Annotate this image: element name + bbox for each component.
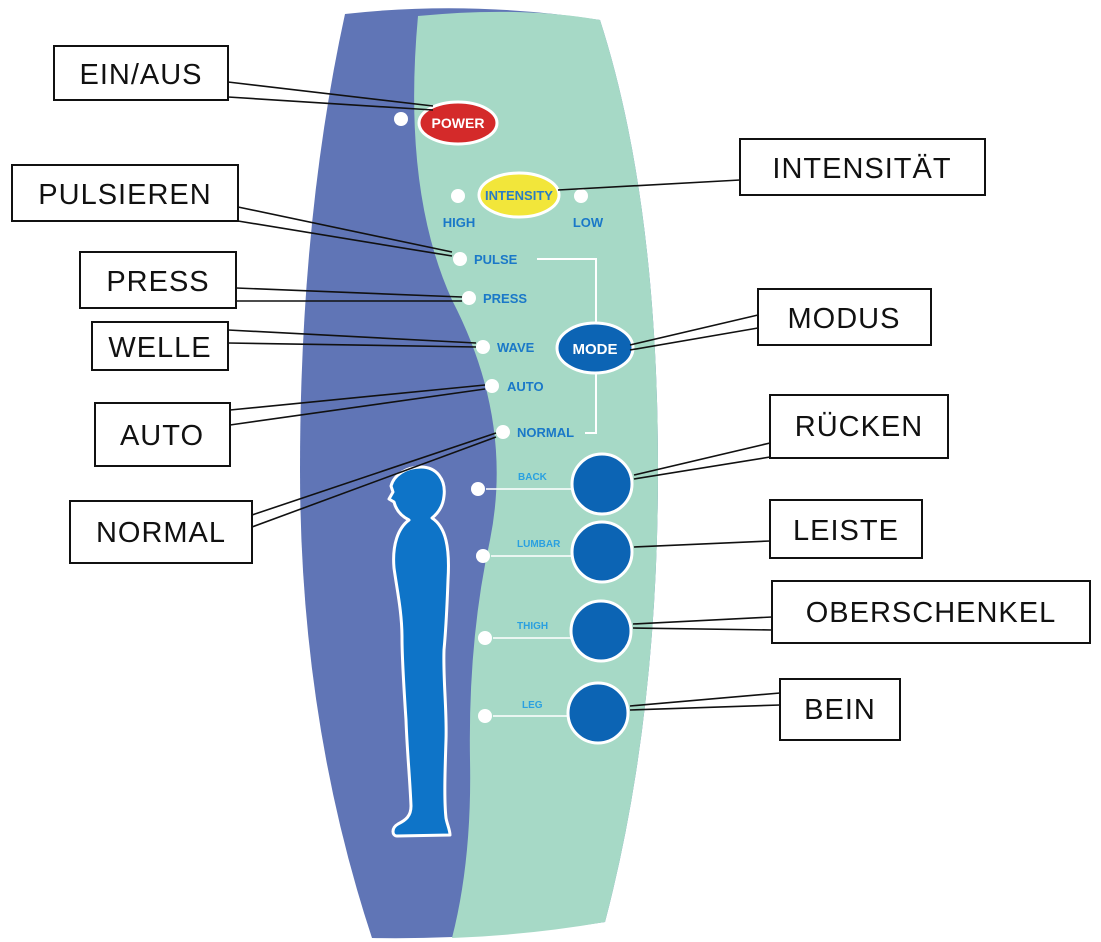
callout-lumbar: LEISTE bbox=[770, 500, 922, 558]
callout-thigh-text: OBERSCHENKEL bbox=[806, 597, 1057, 629]
callout-normal-text: NORMAL bbox=[96, 517, 226, 549]
callout-mode-text: MODUS bbox=[788, 303, 901, 335]
zone-lumbar-led bbox=[476, 549, 490, 563]
zone-lumbar-button[interactable] bbox=[572, 522, 632, 582]
callout-thigh: OBERSCHENKEL bbox=[772, 581, 1090, 643]
mode-normal-label: NORMAL bbox=[517, 425, 574, 440]
intensity-low-led bbox=[574, 189, 588, 203]
zone-leg-led bbox=[478, 709, 492, 723]
zone-thigh-button[interactable] bbox=[571, 601, 631, 661]
mode-wave-label: WAVE bbox=[497, 340, 535, 355]
callout-pulse-text: PULSIEREN bbox=[38, 179, 211, 211]
zone-back-led bbox=[471, 482, 485, 496]
power-led bbox=[394, 112, 408, 126]
callout-intensity: INTENSITÄT bbox=[740, 139, 985, 195]
intensity-button-label: INTENSITY bbox=[485, 188, 553, 203]
callout-back-text: RÜCKEN bbox=[795, 411, 923, 443]
mode-normal-led bbox=[496, 425, 510, 439]
zone-leg-label: LEG bbox=[522, 700, 543, 711]
mode-wave-led bbox=[476, 340, 490, 354]
zone-thigh-label: THIGH bbox=[517, 621, 548, 632]
mode-button-label: MODE bbox=[573, 341, 618, 358]
leader-thigh bbox=[633, 617, 772, 630]
mode-auto-label: AUTO bbox=[507, 379, 544, 394]
intensity-high-label: HIGH bbox=[443, 215, 476, 230]
power-button-label: POWER bbox=[432, 115, 485, 131]
mode-auto-led bbox=[485, 379, 499, 393]
callout-leg: BEIN bbox=[780, 679, 900, 740]
leader-leg bbox=[630, 693, 780, 710]
callout-wave: WELLE bbox=[92, 322, 228, 370]
callout-lumbar-text: LEISTE bbox=[793, 515, 899, 547]
callout-power: EIN/AUS bbox=[54, 46, 228, 100]
zone-leg-button[interactable] bbox=[568, 683, 628, 743]
mode-press-label: PRESS bbox=[483, 291, 527, 306]
callout-pulse: PULSIEREN bbox=[12, 165, 238, 221]
intensity-high-led bbox=[451, 189, 465, 203]
callout-power-text: EIN/AUS bbox=[79, 59, 202, 91]
callout-intensity-text: INTENSITÄT bbox=[772, 153, 951, 185]
callout-normal: NORMAL bbox=[70, 501, 252, 563]
zone-back-button[interactable] bbox=[572, 454, 632, 514]
zone-lumbar-label: LUMBAR bbox=[517, 539, 561, 550]
callout-auto: AUTO bbox=[95, 403, 230, 466]
zone-back-label: BACK bbox=[518, 472, 548, 483]
callout-press: PRESS bbox=[80, 252, 236, 308]
callout-leg-text: BEIN bbox=[804, 694, 876, 726]
mode-press-led bbox=[462, 291, 476, 305]
zone-thigh-led bbox=[478, 631, 492, 645]
callout-wave-text: WELLE bbox=[108, 332, 211, 364]
intensity-low-label: LOW bbox=[573, 215, 604, 230]
callout-auto-text: AUTO bbox=[120, 420, 204, 452]
callout-back: RÜCKEN bbox=[770, 395, 948, 458]
mode-pulse-label: PULSE bbox=[474, 252, 518, 267]
callout-press-text: PRESS bbox=[106, 266, 209, 298]
mode-pulse-led bbox=[453, 252, 467, 266]
callout-mode: MODUS bbox=[758, 289, 931, 345]
